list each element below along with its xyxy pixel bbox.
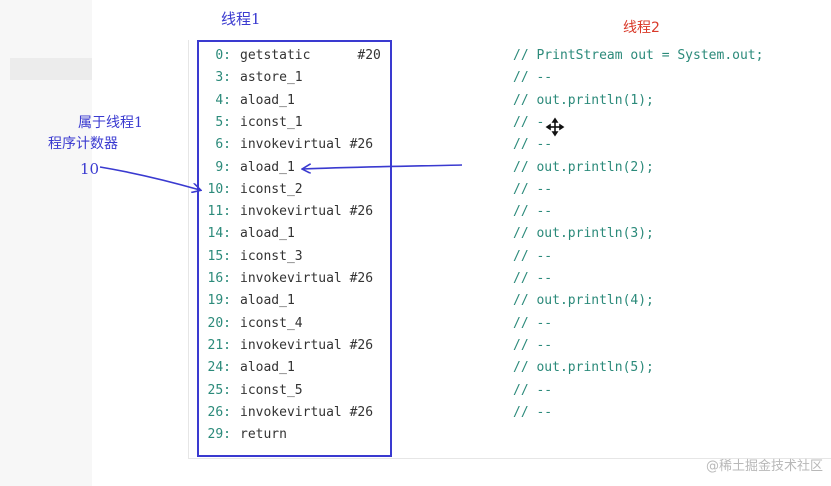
bytecode-instruction: aload_1 [240, 226, 295, 242]
bytecode-instruction: aload_1 [240, 159, 295, 175]
bytecode-offset: 24: [207, 360, 231, 376]
bytecode-offset: 21: [207, 337, 231, 353]
pc-annotation-line1: 属于线程1 [78, 115, 143, 131]
bytecode-instruction: aload_1 [240, 293, 295, 309]
bytecode-instruction: invokevirtual #26 [240, 204, 374, 220]
bytecode-comment: // -- [513, 382, 553, 398]
bytecode-instruction: iconst_4 [240, 315, 303, 331]
bytecode-comment: // -- [513, 137, 553, 153]
bytecode-comment: // -- [513, 271, 553, 286]
bytecode-offset: 16: [207, 271, 231, 286]
thread1-label: 线程1 [221, 10, 261, 28]
bytecode-offset: 14: [207, 226, 231, 242]
bytecode-instruction: aload_1 [240, 360, 295, 376]
bytecode-comment: // -- [513, 337, 553, 353]
bytecode-offset: 5: [215, 114, 231, 130]
pc-value: 10 [80, 160, 100, 178]
thread2-label: 线程2 [623, 20, 660, 36]
bytecode-instruction: iconst_2 [240, 181, 303, 197]
bytecode-comment: // out.println(3); [513, 226, 654, 242]
bytecode-offset: 15: [207, 248, 231, 264]
bytecode-comment: // out.println(2); [513, 159, 654, 175]
bytecode-instruction: iconst_5 [240, 382, 303, 398]
bytecode-comment: // -- [513, 70, 553, 86]
left-sidebar-panel [0, 0, 92, 486]
bytecode-offset: 29: [207, 427, 231, 443]
thread1-highlight-box [197, 40, 392, 457]
bytecode-offset: 26: [207, 404, 231, 420]
move-cursor-icon [545, 117, 565, 137]
bytecode-offset: 19: [207, 293, 231, 309]
bytecode-comment: // -- [513, 404, 553, 420]
bytecode-comment: // -- [513, 204, 553, 220]
bytecode-comment: // out.println(4); [513, 293, 654, 309]
bytecode-instruction: aload_1 [240, 92, 295, 108]
bytecode-comment: // PrintStream out = System.out; [513, 48, 764, 63]
bytecode-comment: // -- [513, 315, 553, 331]
bytecode-offset: 4: [215, 92, 231, 108]
bytecode-comment: // out.println(1); [513, 92, 654, 108]
bytecode-offset: 25: [207, 382, 231, 398]
bytecode-instruction: getstatic #20 [240, 48, 381, 63]
bytecode-offset: 3: [215, 70, 231, 86]
pc-annotation-line2: 程序计数器 [48, 136, 118, 152]
bytecode-offset: 20: [207, 315, 231, 331]
bytecode-instruction: invokevirtual #26 [240, 137, 374, 153]
watermark: @稀土掘金技术社区 [705, 459, 823, 474]
bytecode-comment: // - [513, 114, 545, 130]
code-panel [188, 40, 831, 459]
bytecode-instruction: iconst_1 [240, 114, 303, 130]
bytecode-offset: 9: [215, 159, 231, 175]
bytecode-comment: // -- [513, 181, 553, 197]
pc-arrow [99, 166, 200, 190]
bytecode-offset: 10: [207, 181, 231, 197]
bytecode-offset: 6: [215, 137, 231, 153]
bytecode-instruction: invokevirtual #26 [240, 271, 374, 286]
bytecode-instruction: astore_1 [240, 70, 303, 86]
bytecode-offset: 11: [207, 204, 231, 220]
left-sidebar-highlight [10, 58, 92, 80]
bytecode-instruction: invokevirtual #26 [240, 404, 374, 420]
bytecode-instruction: iconst_3 [240, 248, 303, 264]
bytecode-comment: // out.println(5); [513, 360, 654, 376]
thread2-arrow [303, 165, 463, 169]
bytecode-comment: // -- [513, 248, 553, 264]
bytecode-instruction: invokevirtual #26 [240, 337, 374, 353]
bytecode-instruction: return [240, 427, 287, 443]
bytecode-offset: 0: [215, 48, 231, 63]
